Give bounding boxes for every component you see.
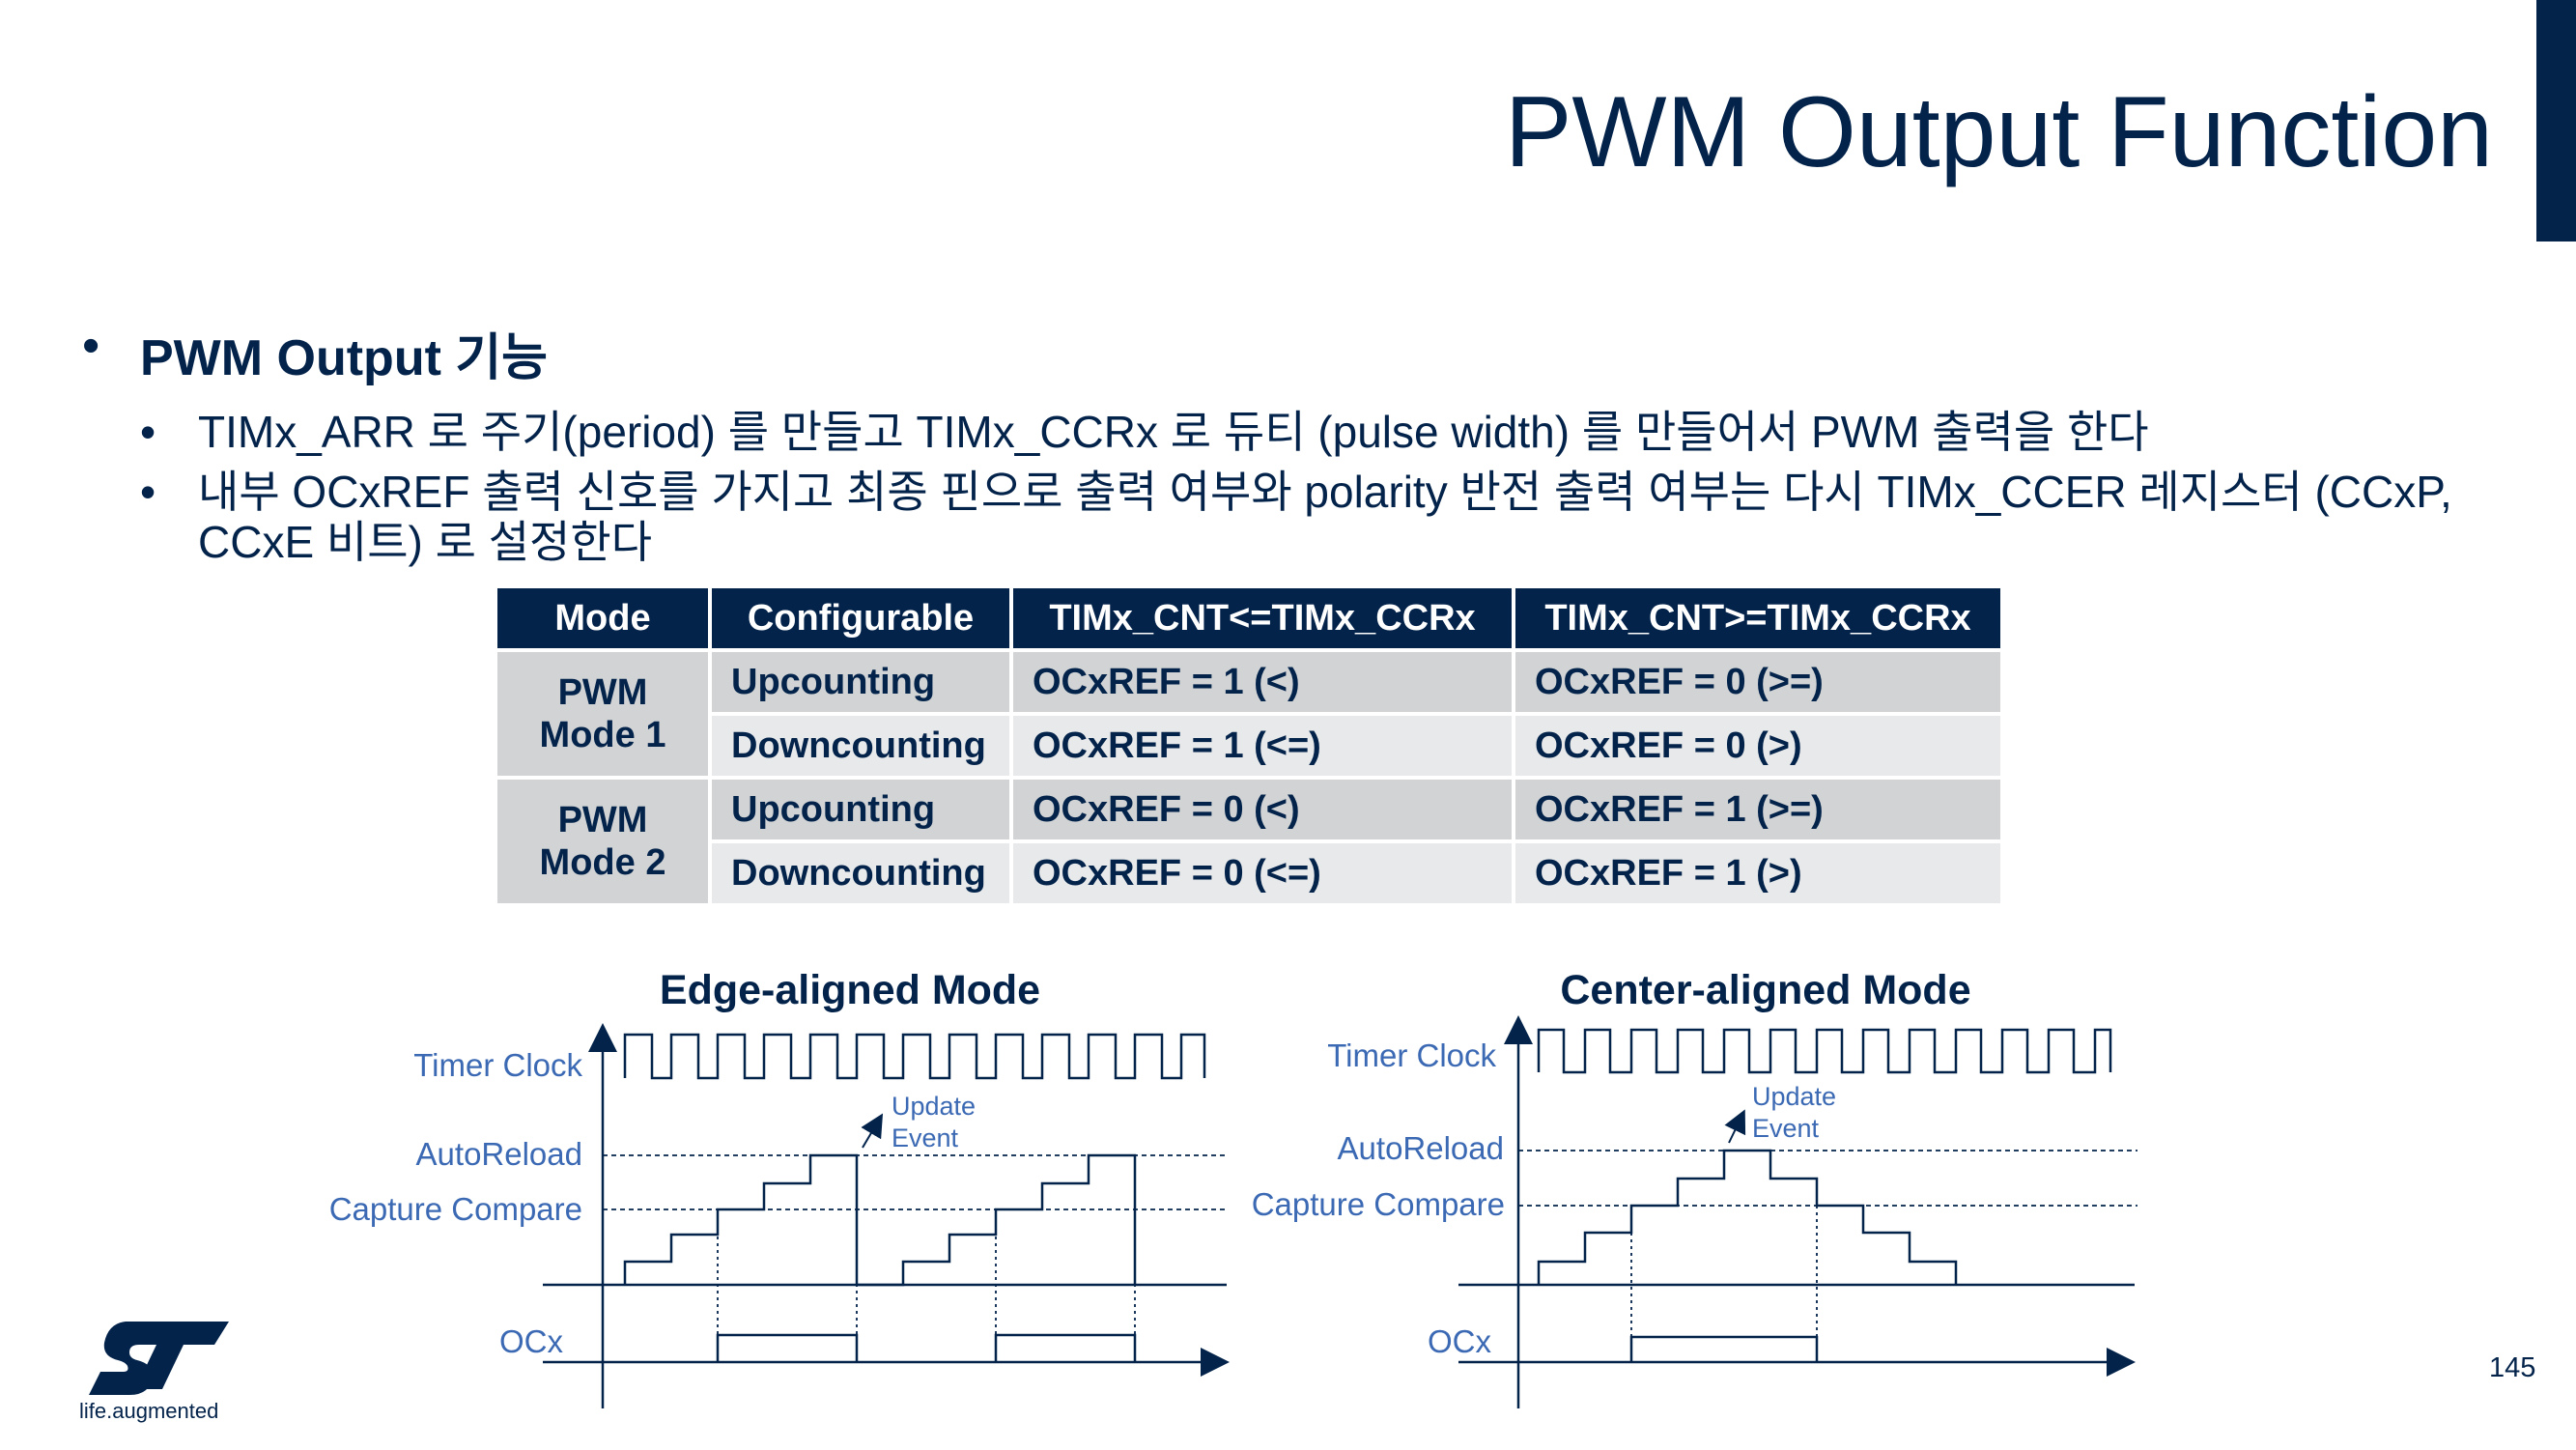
table-row: Downcounting OCxREF = 1 (<=) OCxREF = 0 … <box>495 712 2004 780</box>
mode-cell: PWM Mode 2 <box>494 776 712 907</box>
edge-timer-clock-wave <box>623 1033 1206 1080</box>
table-row: PWM Mode 2 Upcounting OCxREF = 0 (<) OCx… <box>494 776 2004 907</box>
edge-aligned-diagram: Edge-aligned Mode Timer Clock AutoReload… <box>329 967 1230 1408</box>
table-cell: Upcounting <box>708 648 1013 716</box>
header-cnt-le-ccr: TIMx_CNT<=TIMx_CCRx <box>1009 584 1515 652</box>
center-capture-compare-label: Capture Compare <box>1252 1186 1505 1222</box>
center-counter-waveform <box>1537 1149 1958 1285</box>
edge-ocx-label: OCx <box>499 1323 564 1359</box>
table-cell: OCxREF = 1 (>) <box>1512 839 2004 907</box>
table-cell: OCxREF = 1 (>=) <box>1512 776 2004 843</box>
center-timer-clock-wave <box>1537 1028 2112 1074</box>
center-update-label: Update <box>1752 1082 1836 1111</box>
logo-tagline: life.augmented <box>79 1399 219 1423</box>
center-ocx-pulse <box>1629 1335 1819 1362</box>
center-aligned-diagram: Center-aligned Mode Timer Clock AutoRelo… <box>1252 967 2137 1408</box>
bullet-item-ocxref: 내부 OCxREF 출력 신호를 가지고 최종 핀으로 출력 여부와 polar… <box>82 467 2497 567</box>
mode-cell: PWM Mode 1 <box>494 648 712 780</box>
table-row: Downcounting OCxREF = 0 (<=) OCxREF = 1 … <box>495 839 2004 907</box>
header-cnt-ge-ccr: TIMx_CNT>=TIMx_CCRx <box>1512 584 2004 652</box>
edge-ocx-pulse-2 <box>994 1333 1137 1362</box>
edge-timer-clock-label: Timer Clock <box>413 1047 582 1083</box>
table-cell: Upcounting <box>708 776 1013 843</box>
center-update-arrow <box>1724 1109 1746 1144</box>
edge-diagram-title: Edge-aligned Mode <box>660 967 1040 1013</box>
table-cell: OCxREF = 1 (<) <box>1009 648 1515 716</box>
page-title: PWM Output Function <box>1504 76 2493 188</box>
mode-line1: PWM <box>557 800 648 840</box>
bullet-list: PWM Output 기능 TIMx_ARR 로 주기(period) 를 만들… <box>82 317 2497 567</box>
center-timer-clock-label: Timer Clock <box>1327 1038 1496 1073</box>
edge-ocx-pulse-1 <box>716 1333 859 1362</box>
edge-counter-waveform <box>623 1153 1137 1287</box>
page-number: 145 <box>2489 1352 2536 1383</box>
bullet-heading: PWM Output 기능 <box>82 317 2497 389</box>
table-header-row: Mode Configurable TIMx_CNT<=TIMx_CCRx TI… <box>494 584 2004 652</box>
edge-autoreload-label: AutoReload <box>416 1136 582 1172</box>
header-configurable: Configurable <box>708 584 1013 652</box>
center-event-label: Event <box>1752 1114 1820 1143</box>
mode-line2: Mode 1 <box>539 715 666 755</box>
mode-line2: Mode 2 <box>539 842 666 883</box>
bullet-item-arr: TIMx_ARR 로 주기(period) 를 만들고 TIMx_CCRx 로 … <box>82 407 2497 457</box>
center-autoreload-label: AutoReload <box>1338 1130 1504 1166</box>
center-ocx-label: OCx <box>1428 1323 1492 1359</box>
table-cell: OCxREF = 0 (<) <box>1009 776 1515 843</box>
table-cell: Downcounting <box>708 712 1013 780</box>
table-cell: OCxREF = 0 (>=) <box>1512 648 2004 716</box>
center-diagram-title: Center-aligned Mode <box>1560 967 1970 1013</box>
edge-update-label: Update <box>892 1092 976 1121</box>
pwm-mode-table: Mode Configurable TIMx_CNT<=TIMx_CCRx TI… <box>494 584 2004 907</box>
st-logo-icon <box>89 1322 229 1395</box>
table-cell: OCxREF = 1 (<=) <box>1009 712 1515 780</box>
header-mode: Mode <box>494 584 712 652</box>
mode-line1: PWM <box>557 672 648 713</box>
accent-bar <box>2536 0 2576 242</box>
table-cell: Downcounting <box>708 839 1013 907</box>
edge-update-arrow <box>861 1113 884 1149</box>
table-cell: OCxREF = 0 (>) <box>1512 712 2004 780</box>
table-cell: OCxREF = 0 (<=) <box>1009 839 1515 907</box>
edge-event-label: Event <box>892 1123 959 1152</box>
table-row: PWM Mode 1 Upcounting OCxREF = 1 (<) OCx… <box>494 648 2004 780</box>
edge-capture-compare-label: Capture Compare <box>329 1191 582 1227</box>
